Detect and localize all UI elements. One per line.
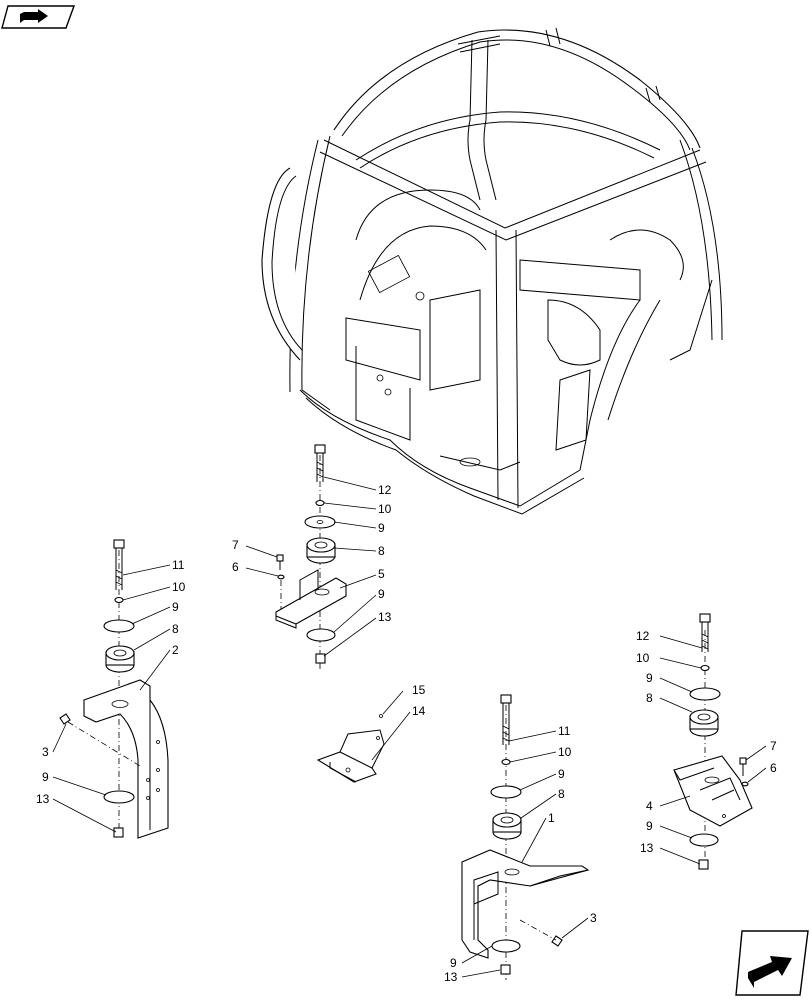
callout-2: 2 <box>172 643 179 657</box>
callout-9: 9 <box>378 521 385 535</box>
callout-11: 11 <box>172 558 185 572</box>
leader-lines <box>52 476 767 978</box>
callout-12: 12 <box>636 629 650 643</box>
callout-labels: 12 10 9 7 8 6 5 9 13 11 10 9 8 2 3 9 13 … <box>36 483 777 984</box>
callout-13: 13 <box>444 970 458 984</box>
callout-1: 1 <box>548 811 555 825</box>
callout-15: 15 <box>412 683 426 697</box>
callout-9: 9 <box>378 587 385 601</box>
mount-assembly-right <box>673 613 753 870</box>
mount-assembly-center <box>275 444 347 670</box>
mount-assembly-left <box>59 539 169 839</box>
callout-13: 13 <box>36 792 50 806</box>
callout-8: 8 <box>378 544 385 558</box>
callout-4: 4 <box>646 799 653 813</box>
callout-9: 9 <box>172 600 179 614</box>
cab-frame <box>261 27 723 515</box>
callout-9: 9 <box>646 671 653 685</box>
callout-3: 3 <box>590 911 597 925</box>
callout-8: 8 <box>172 622 179 636</box>
callout-9: 9 <box>558 767 565 781</box>
bracket-14 <box>316 714 385 783</box>
callout-6: 6 <box>232 560 239 574</box>
callout-10: 10 <box>636 651 650 665</box>
section-arrow-icon[interactable] <box>1 5 75 29</box>
callout-11: 11 <box>558 724 571 738</box>
callout-8: 8 <box>646 691 653 705</box>
callout-10: 10 <box>558 745 572 759</box>
callout-9: 9 <box>646 819 653 833</box>
callout-10: 10 <box>378 502 392 516</box>
mount-assembly-bottom <box>461 694 590 980</box>
callout-5: 5 <box>378 567 385 581</box>
callout-3: 3 <box>42 745 49 759</box>
callout-7: 7 <box>770 739 777 753</box>
callout-9: 9 <box>42 770 49 784</box>
callout-13: 13 <box>640 841 654 855</box>
next-page-arrow-icon[interactable] <box>735 930 809 996</box>
callout-8: 8 <box>558 787 565 801</box>
callout-10: 10 <box>172 580 186 594</box>
callout-12: 12 <box>378 483 392 497</box>
callout-7: 7 <box>232 538 239 552</box>
callout-13: 13 <box>378 610 392 624</box>
callout-6: 6 <box>770 761 777 775</box>
callout-9: 9 <box>450 956 457 970</box>
callout-14: 14 <box>412 704 426 718</box>
